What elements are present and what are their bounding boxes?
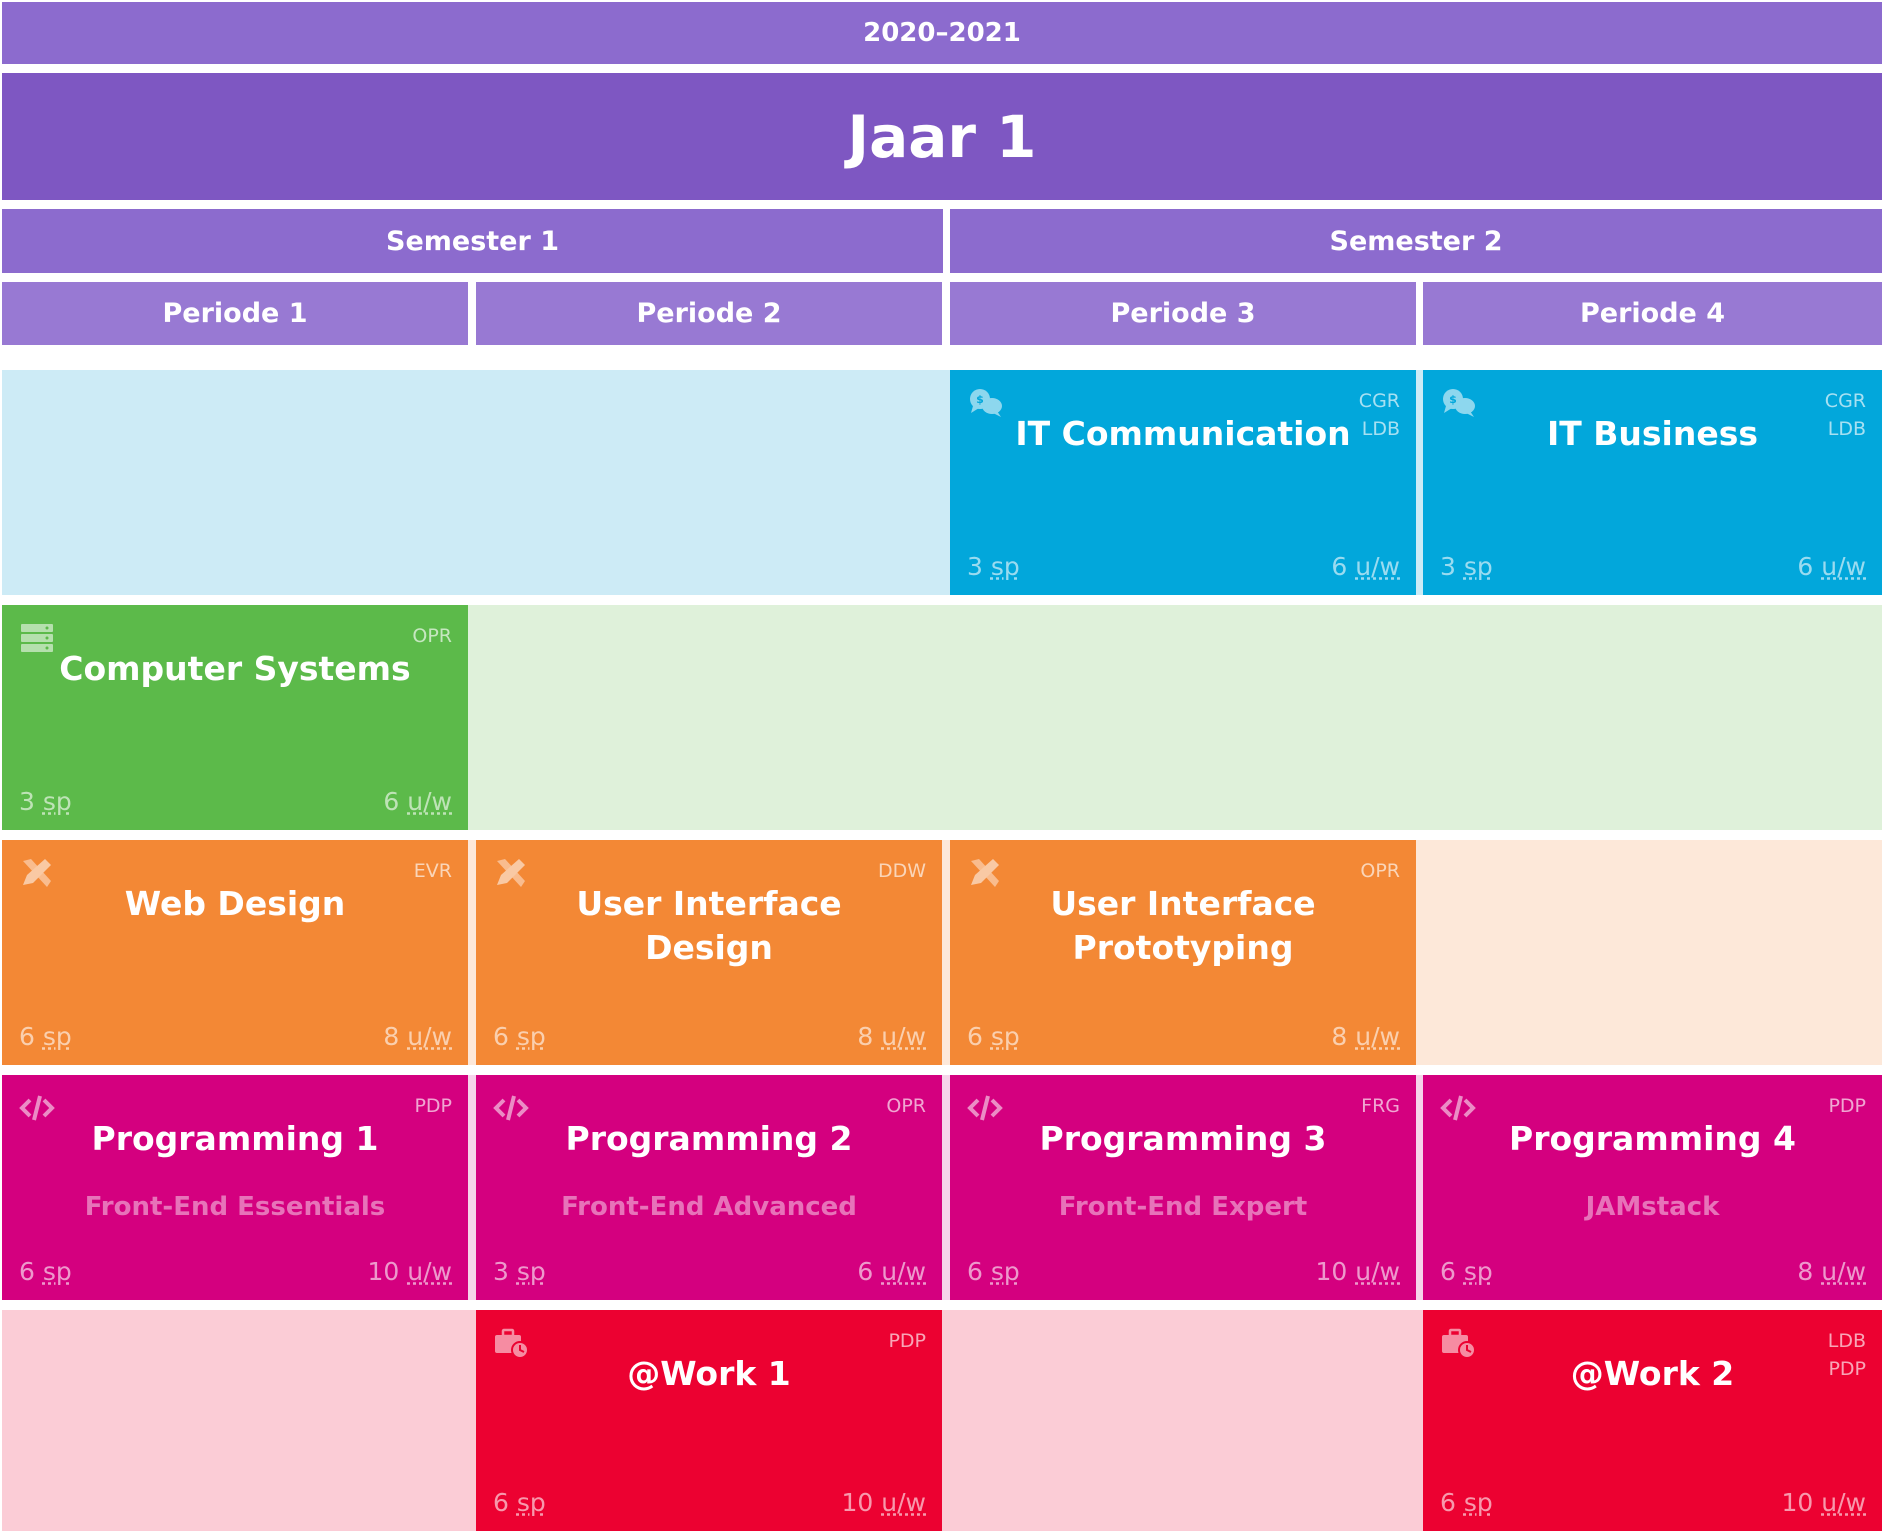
- study-points: 3 sp: [19, 787, 72, 816]
- semester-header-1: Semester 1: [2, 209, 943, 273]
- course-card-programming-2[interactable]: OPR Programming 2 Front-End Advanced 3 s…: [476, 1075, 942, 1300]
- course-title: Web Design: [124, 884, 346, 923]
- study-points: 6 sp: [1440, 1257, 1493, 1286]
- course-title: Programming 1: [91, 1119, 379, 1158]
- hours-per-week: 10 u/w: [367, 1257, 452, 1286]
- hours-per-week: 8 u/w: [1797, 1257, 1866, 1286]
- code-icon: [493, 1092, 529, 1124]
- period-header-1: Periode 1: [2, 282, 468, 345]
- teacher-codes: PDP: [1828, 1095, 1866, 1117]
- chat-dollar-icon: $: [1440, 387, 1476, 419]
- year-title: Jaar 1: [2, 73, 1882, 200]
- study-points: 6 sp: [967, 1022, 1020, 1051]
- course-card-programming-1[interactable]: PDP Programming 1 Front-End Essentials 6…: [2, 1075, 468, 1300]
- code-icon: [967, 1092, 1003, 1124]
- hours-per-week: 6 u/w: [1331, 552, 1400, 581]
- course-card-web-design[interactable]: EVR Web Design 6 sp 8 u/w: [2, 840, 468, 1065]
- study-points: 6 sp: [967, 1257, 1020, 1286]
- course-title: Programming 4: [1509, 1119, 1796, 1158]
- teacher-codes: OPR: [886, 1095, 926, 1117]
- hours-per-week: 10 u/w: [1781, 1488, 1866, 1517]
- teacher-codes: OPR: [412, 625, 452, 647]
- hours-per-week: 8 u/w: [1331, 1022, 1400, 1051]
- course-title: User Interface Prototyping: [1050, 884, 1316, 967]
- course-title: Programming 3: [1039, 1119, 1327, 1158]
- course-card-work-1[interactable]: PDP @Work 1 6 sp 10 u/w: [476, 1310, 942, 1531]
- briefcase-clock-icon: [493, 1327, 529, 1359]
- course-subtitle: Front-End Advanced: [561, 1192, 857, 1222]
- svg-text:$: $: [1449, 393, 1457, 406]
- study-points: 3 sp: [493, 1257, 546, 1286]
- chat-dollar-icon: $: [967, 387, 1003, 419]
- course-title: IT Business: [1546, 414, 1759, 453]
- hours-per-week: 10 u/w: [1315, 1257, 1400, 1286]
- hours-per-week: 6 u/w: [857, 1257, 926, 1286]
- course-subtitle: Front-End Essentials: [84, 1192, 386, 1222]
- teacher-codes: PDP: [414, 1095, 452, 1117]
- teacher-codes: OPR: [1360, 860, 1400, 882]
- study-points: 6 sp: [493, 1022, 546, 1051]
- study-points: 6 sp: [19, 1022, 72, 1051]
- study-points: 6 sp: [493, 1488, 546, 1517]
- course-card-programming-3[interactable]: FRG Programming 3 Front-End Expert 6 sp …: [950, 1075, 1416, 1300]
- code-icon: [19, 1092, 55, 1124]
- period-header-4: Periode 4: [1423, 282, 1882, 345]
- course-subtitle: Front-End Expert: [1058, 1192, 1308, 1222]
- study-points: 6 sp: [19, 1257, 72, 1286]
- semester-header-2: Semester 2: [950, 209, 1882, 273]
- study-points: 3 sp: [1440, 552, 1493, 581]
- academic-year-range: 2020–2021: [2, 2, 1882, 64]
- course-card-programming-4[interactable]: PDP Programming 4 JAMstack 6 sp 8 u/w: [1423, 1075, 1882, 1300]
- course-title: @Work 1: [627, 1354, 791, 1393]
- course-card-computer-systems[interactable]: OPR Computer Systems 3 sp 6 u/w: [2, 605, 468, 830]
- course-title: @Work 2: [1570, 1354, 1735, 1393]
- course-title: Programming 2: [565, 1119, 853, 1158]
- hours-per-week: 6 u/w: [1797, 552, 1866, 581]
- teacher-codes: FRG: [1361, 1095, 1400, 1117]
- course-subtitle: JAMstack: [1585, 1192, 1720, 1222]
- hours-per-week: 10 u/w: [841, 1488, 926, 1517]
- server-icon: [19, 622, 55, 654]
- study-points: 6 sp: [1440, 1488, 1493, 1517]
- hours-per-week: 6 u/w: [383, 787, 452, 816]
- hours-per-week: 8 u/w: [383, 1022, 452, 1051]
- course-card-user-interface-design[interactable]: DDW User Interface Design 6 sp 8 u/w: [476, 840, 942, 1065]
- svg-text:$: $: [976, 393, 984, 406]
- study-points: 3 sp: [967, 552, 1020, 581]
- design-tools-icon: [19, 857, 55, 889]
- hours-per-week: 8 u/w: [857, 1022, 926, 1051]
- period-header-2: Periode 2: [476, 282, 942, 345]
- code-icon: [1440, 1092, 1476, 1124]
- course-title: User Interface Design: [576, 884, 842, 967]
- briefcase-clock-icon: [1440, 1327, 1476, 1359]
- course-title: Computer Systems: [59, 649, 411, 688]
- period-header-3: Periode 3: [950, 282, 1416, 345]
- teacher-codes: DDW: [877, 860, 926, 882]
- teacher-codes: EVR: [413, 860, 452, 882]
- design-tools-icon: [493, 857, 529, 889]
- teacher-codes: PDP: [888, 1330, 926, 1352]
- course-card-user-interface-prototyping[interactable]: OPR User Interface Prototyping 6 sp 8 u/…: [950, 840, 1416, 1065]
- design-tools-icon: [967, 857, 1003, 889]
- course-title: IT Communication: [1015, 414, 1351, 453]
